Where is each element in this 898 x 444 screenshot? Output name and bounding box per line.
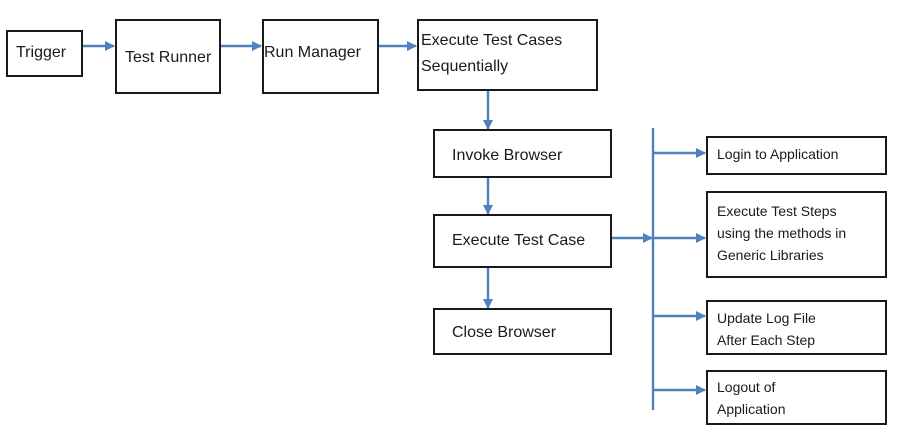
logout-box	[706, 370, 887, 425]
execute-sequential-box	[417, 19, 598, 91]
logout-label-line2: Application	[717, 401, 786, 417]
run-manager-label: Run Manager	[264, 44, 361, 61]
invoke-browser-box	[433, 129, 612, 178]
execute-steps-box	[706, 191, 887, 278]
execute-steps-label-line3: Generic Libraries	[717, 247, 824, 263]
update-log-label-line1: Update Log File	[717, 310, 816, 326]
update-log-label-line2: After Each Step	[717, 332, 816, 348]
execute-test-case-box	[433, 214, 612, 268]
execute-test-case-label: Execute Test Case	[452, 232, 586, 249]
login-label: Login to Application	[717, 146, 839, 162]
run-manager-box	[262, 19, 379, 94]
test-runner-box	[115, 19, 221, 94]
invoke-browser-label: Invoke Browser	[452, 147, 563, 164]
close-browser-label: Close Browser	[452, 324, 557, 341]
execute-sequential-label-line1: Execute Test Cases	[421, 32, 563, 49]
test-runner-label: Test Runner	[125, 49, 212, 66]
logout-label-line1: Logout of	[717, 379, 776, 395]
trigger-label: Trigger	[16, 44, 67, 61]
execute-steps-label-line2: using the methods in	[717, 225, 847, 241]
login-box	[706, 136, 887, 175]
trigger-box	[6, 30, 83, 77]
execute-sequential-label-line2: Sequentially	[421, 58, 509, 75]
close-browser-box	[433, 308, 612, 355]
update-log-box	[706, 300, 887, 355]
execute-steps-label-line1: Execute Test Steps	[717, 203, 837, 219]
